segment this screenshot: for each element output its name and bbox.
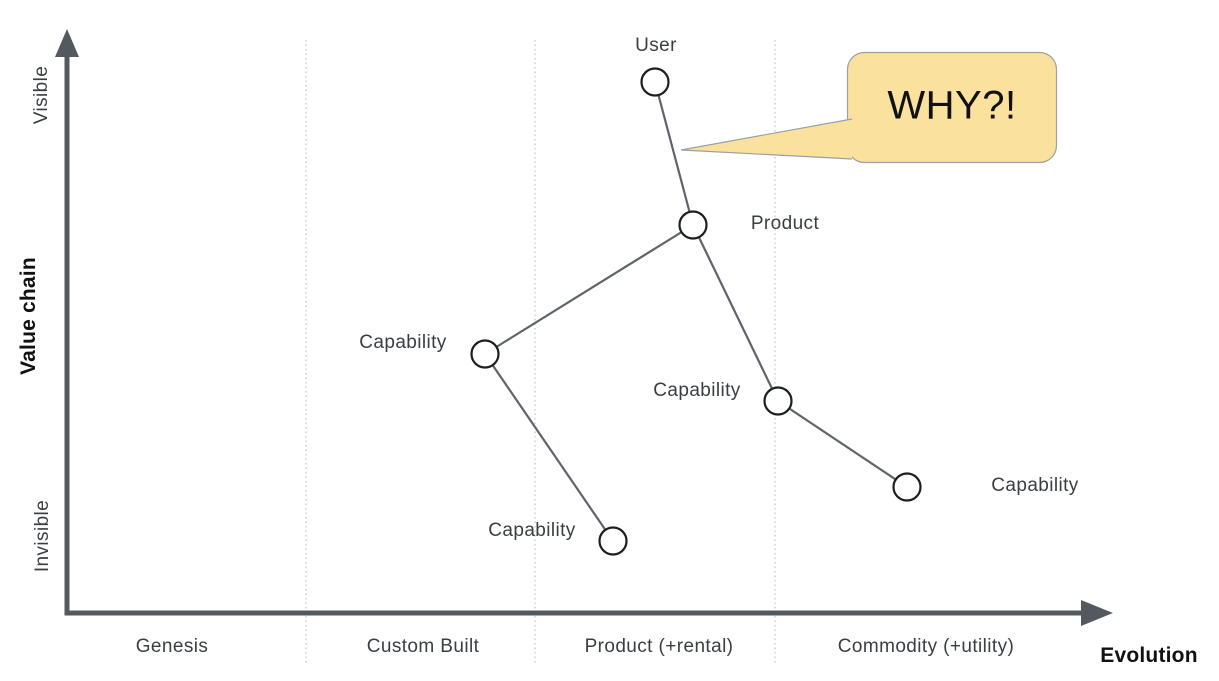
stage-label-custom-built: Custom Built [366,636,480,657]
callout-bubble-tail [680,118,853,160]
node-product[interactable] [678,210,708,240]
node-label-capability-3: Capability [991,475,1079,496]
stage-label-product-rental: Product (+rental) [584,636,734,657]
callout-text: WHY?! [887,83,1017,128]
node-capability-4[interactable] [598,526,628,556]
node-label-user: User [635,35,677,56]
edge-capability-1-capability-4 [484,353,614,542]
node-capability-2[interactable] [763,386,793,416]
x-axis-title: Evolution [1100,644,1198,667]
node-capability-3[interactable] [892,472,922,502]
x-axis-arrowhead-icon [1081,600,1113,626]
node-capability-1[interactable] [470,339,500,369]
edges-group [484,81,908,542]
y-axis-bottom-label: Invisible [32,499,53,573]
edge-product-capability-2 [692,224,779,402]
node-user[interactable] [640,67,670,97]
edge-user-product [653,81,695,226]
node-label-product: Product [750,213,820,234]
node-label-capability-1: Capability [359,332,447,353]
y-axis-arrowhead-icon [55,29,79,57]
y-axis-title: Value chain [17,257,40,375]
edge-product-capability-1 [484,224,694,355]
nodes-group [470,67,922,556]
edge-capability-2-capability-3 [777,400,908,488]
y-axis-top-label: Visible [31,65,52,125]
stage-label-genesis: Genesis [135,636,209,657]
node-label-capability-2: Capability [653,380,741,401]
stage-label-commodity-utility: Commodity (+utility) [837,636,1015,657]
callout-bubble [846,51,1058,164]
node-label-capability-4: Capability [488,520,576,541]
